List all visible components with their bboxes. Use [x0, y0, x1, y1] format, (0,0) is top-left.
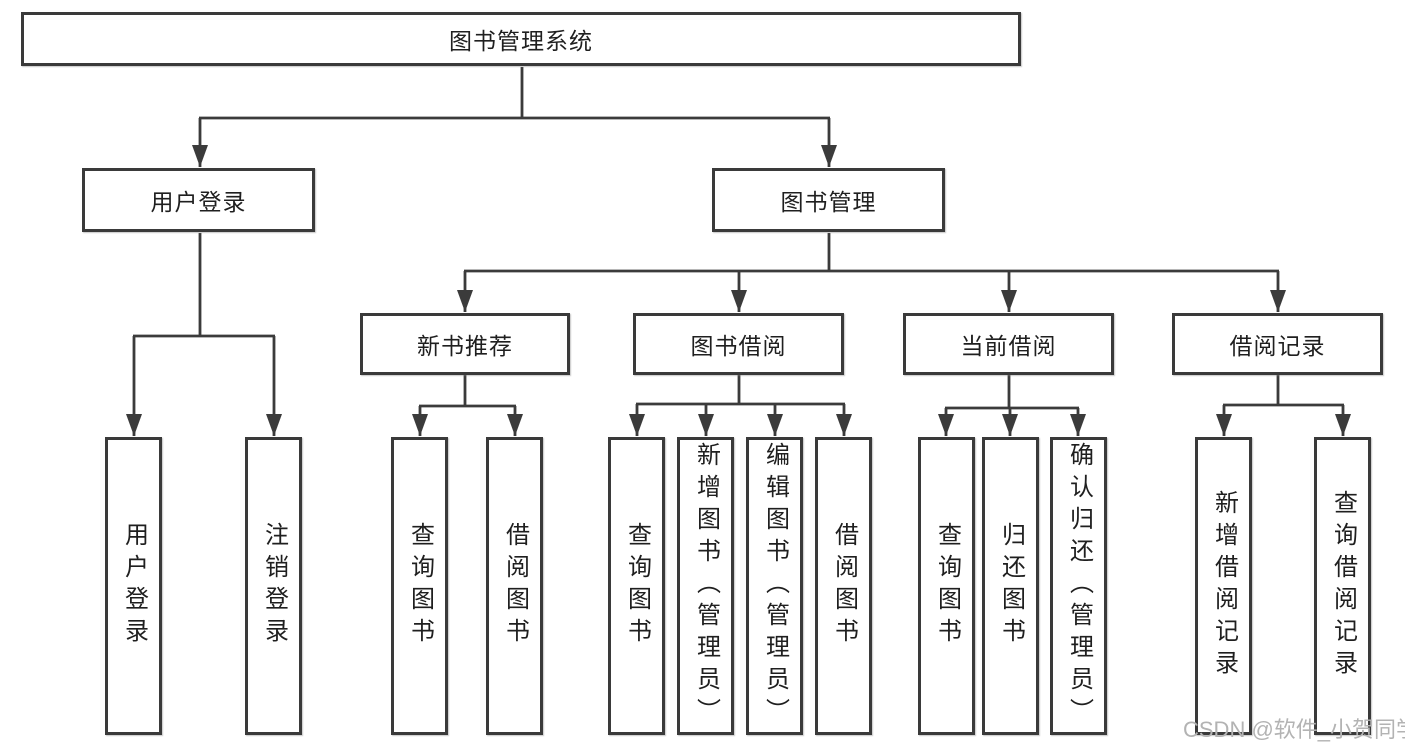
leaf-current-query-books-label: 查询图书: [933, 522, 961, 650]
leaf-add-books-admin: 新增图书（管理员）: [677, 437, 734, 735]
connector-login: [126, 233, 282, 436]
node-borrow-records-label: 借阅记录: [1229, 333, 1326, 359]
connector-borrow: [629, 375, 852, 436]
node-book-management: 图书管理: [712, 168, 945, 232]
leaf-query-borrow-record-label: 查询借阅记录: [1329, 490, 1357, 682]
leaf-add-borrow-record-label: 新增借阅记录: [1210, 490, 1238, 682]
node-borrow-records: 借阅记录: [1172, 313, 1383, 375]
node-current-borrow-label: 当前借阅: [960, 333, 1057, 359]
node-library-system-label: 图书管理系统: [449, 28, 593, 54]
leaf-user-login-label: 用户登录: [120, 522, 148, 650]
leaf-edit-books-admin: 编辑图书（管理员）: [746, 437, 803, 735]
leaf-confirm-return-admin-label: 确认归还（管理员）: [1065, 442, 1093, 730]
connector-current: [938, 375, 1086, 436]
connector-root: [192, 67, 837, 167]
node-user-login: 用户登录: [82, 168, 315, 232]
leaf-edit-books-admin-label: 编辑图书（管理员）: [761, 442, 789, 730]
leaf-recommend-query-books: 查询图书: [391, 437, 448, 735]
connector-mgmt: [457, 233, 1286, 312]
leaf-return-books-label: 归还图书: [997, 522, 1025, 650]
leaf-borrow-query-books-label: 查询图书: [623, 522, 651, 650]
leaf-logout: 注销登录: [245, 437, 302, 735]
connector-records: [1216, 375, 1351, 436]
node-new-book-recommend-label: 新书推荐: [417, 333, 513, 359]
leaf-user-login: 用户登录: [105, 437, 162, 735]
node-library-system: 图书管理系统: [21, 12, 1021, 66]
leaf-borrow-books-label: 借阅图书: [830, 522, 858, 650]
leaf-current-query-books: 查询图书: [918, 437, 975, 735]
node-book-borrow: 图书借阅: [633, 313, 844, 375]
leaf-logout-label: 注销登录: [260, 522, 288, 650]
leaf-recommend-query-books-label: 查询图书: [406, 522, 434, 650]
leaf-borrow-books: 借阅图书: [815, 437, 872, 735]
leaf-add-books-admin-label: 新增图书（管理员）: [692, 442, 720, 730]
leaf-recommend-borrow-books: 借阅图书: [486, 437, 543, 735]
leaf-confirm-return-admin: 确认归还（管理员）: [1050, 437, 1107, 735]
node-current-borrow: 当前借阅: [903, 313, 1114, 375]
leaf-query-borrow-record: 查询借阅记录: [1314, 437, 1371, 735]
leaf-return-books: 归还图书: [982, 437, 1039, 735]
node-user-login-label: 用户登录: [150, 189, 247, 215]
leaf-borrow-query-books: 查询图书: [608, 437, 665, 735]
leaf-recommend-borrow-books-label: 借阅图书: [501, 522, 529, 650]
watermark: CSDN @软件_小贺同学: [1183, 717, 1405, 742]
node-book-management-label: 图书管理: [780, 189, 877, 215]
leaf-add-borrow-record: 新增借阅记录: [1195, 437, 1252, 735]
connector-recommend: [412, 375, 523, 436]
node-book-borrow-label: 图书借阅: [690, 333, 787, 359]
node-new-book-recommend: 新书推荐: [360, 313, 570, 375]
